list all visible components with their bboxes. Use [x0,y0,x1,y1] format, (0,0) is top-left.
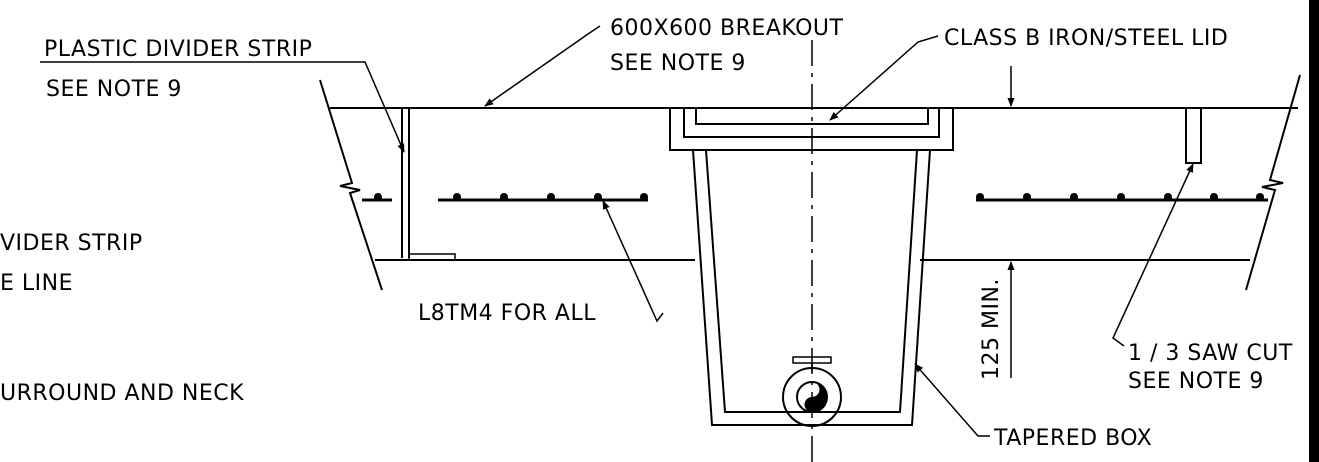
label-saw-cut-note: SEE NOTE 9 [1128,369,1264,394]
pipe-outer-circle [782,367,842,427]
label-line-partial: E LINE [0,271,73,296]
leader-saw-cut [1112,163,1194,347]
saw-cut [1185,108,1202,164]
right-break-line [1245,74,1301,291]
label-min-depth: 125 MIN. [979,278,1004,380]
right-edge-bar [1309,0,1319,462]
tapered-box-inner [704,149,919,413]
label-surround-partial: URROUND AND NECK [0,381,244,406]
label-tapered-box: TAPERED BOX [993,426,1152,451]
label-saw-cut: 1 / 3 SAW CUT [1128,341,1293,366]
label-breakout-note: SEE NOTE 9 [610,51,746,76]
label-divider-strip-partial: VIDER STRIP [0,231,143,256]
label-lid: CLASS B IRON/STEEL LID [944,26,1228,51]
label-plastic-divider-strip: PLASTIC DIVIDER STRIP [44,37,312,62]
divider-strip-foot [408,253,456,261]
label-plastic-divider-note: SEE NOTE 9 [46,77,182,102]
leader-breakout [484,25,601,107]
leader-tapered-box [914,363,990,437]
leader-plastic-strip [40,61,405,153]
left-break-line [319,79,383,291]
lid-plate [695,108,929,125]
label-reinforcement: L8TM4 FOR ALL [418,301,596,326]
label-breakout: 600X600 BREAKOUT [610,16,844,41]
leader-lid [829,35,939,121]
rebar-dots [374,193,1264,201]
pipe-section-fill [804,382,827,412]
leader-reinforcement [602,200,664,323]
